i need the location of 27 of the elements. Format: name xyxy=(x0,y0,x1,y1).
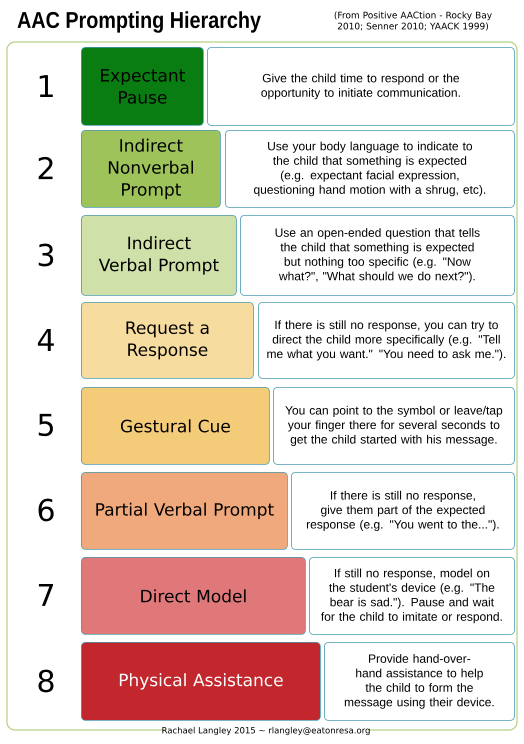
source-note: (From Positive AACtion - Rocky Bay 2010; Senner 2010; YAACK 1999) xyxy=(334,12,492,31)
step-number: 1 xyxy=(40,75,53,97)
description-box: You can point to the symbol or leave/tap your finger there for several seconds to get the child started with his message. xyxy=(273,387,515,465)
description-box: If there is still no response, give them part of the expected response (e.g. "You went to the..."). xyxy=(291,472,515,550)
step-box: Expectant Pause xyxy=(81,47,204,126)
step-number: 4 xyxy=(38,329,54,351)
description-box: Use an open-ended question that tells the child that something is expected but nothing too specific (e.g. "Now what?", "What should we do next?"). xyxy=(240,215,515,296)
description-box: If still no response, model on the student's device (e.g. "The bear is sad."). Pause and wait for the child to imitate or respond. xyxy=(309,557,515,635)
description-box: Give the child time to respond or the opportunity to initiate communication. xyxy=(207,47,515,126)
footer-text: Rachael Langley 2015 ~ rlangley@eatonresa.org xyxy=(162,726,370,736)
description-box: Provide hand-over-hand assistance to help the child to form the message using their device. xyxy=(324,642,515,721)
step-box: Gestural Cue xyxy=(81,387,270,465)
description-box: If there is still no response, you can try to direct the child more specifically (e.g. "Tell me what you want." "You need to ask me."). xyxy=(258,302,515,379)
title: AAC Prompting Hierarchy xyxy=(18,11,261,33)
step-number: 3 xyxy=(38,244,54,266)
step-box: Physical Assistance xyxy=(81,642,321,721)
step-number: 7 xyxy=(38,584,53,606)
step-box: Direct Model xyxy=(81,557,306,635)
description-box: Use your body language to indicate to the child that something is expected (e.g. expectant facial expression, questioning hand motion with a shrug, etc). xyxy=(225,130,515,208)
step-number: 8 xyxy=(38,670,54,692)
step-box: Indirect Nonverbal Prompt xyxy=(81,130,221,208)
step-number: 6 xyxy=(38,498,54,522)
step-box: Request a Response xyxy=(81,302,254,379)
step-box: Indirect Verbal Prompt xyxy=(81,215,237,296)
step-number: 5 xyxy=(38,414,53,436)
step-number: 2 xyxy=(38,156,53,180)
step-box: Partial Verbal Prompt xyxy=(81,472,288,550)
